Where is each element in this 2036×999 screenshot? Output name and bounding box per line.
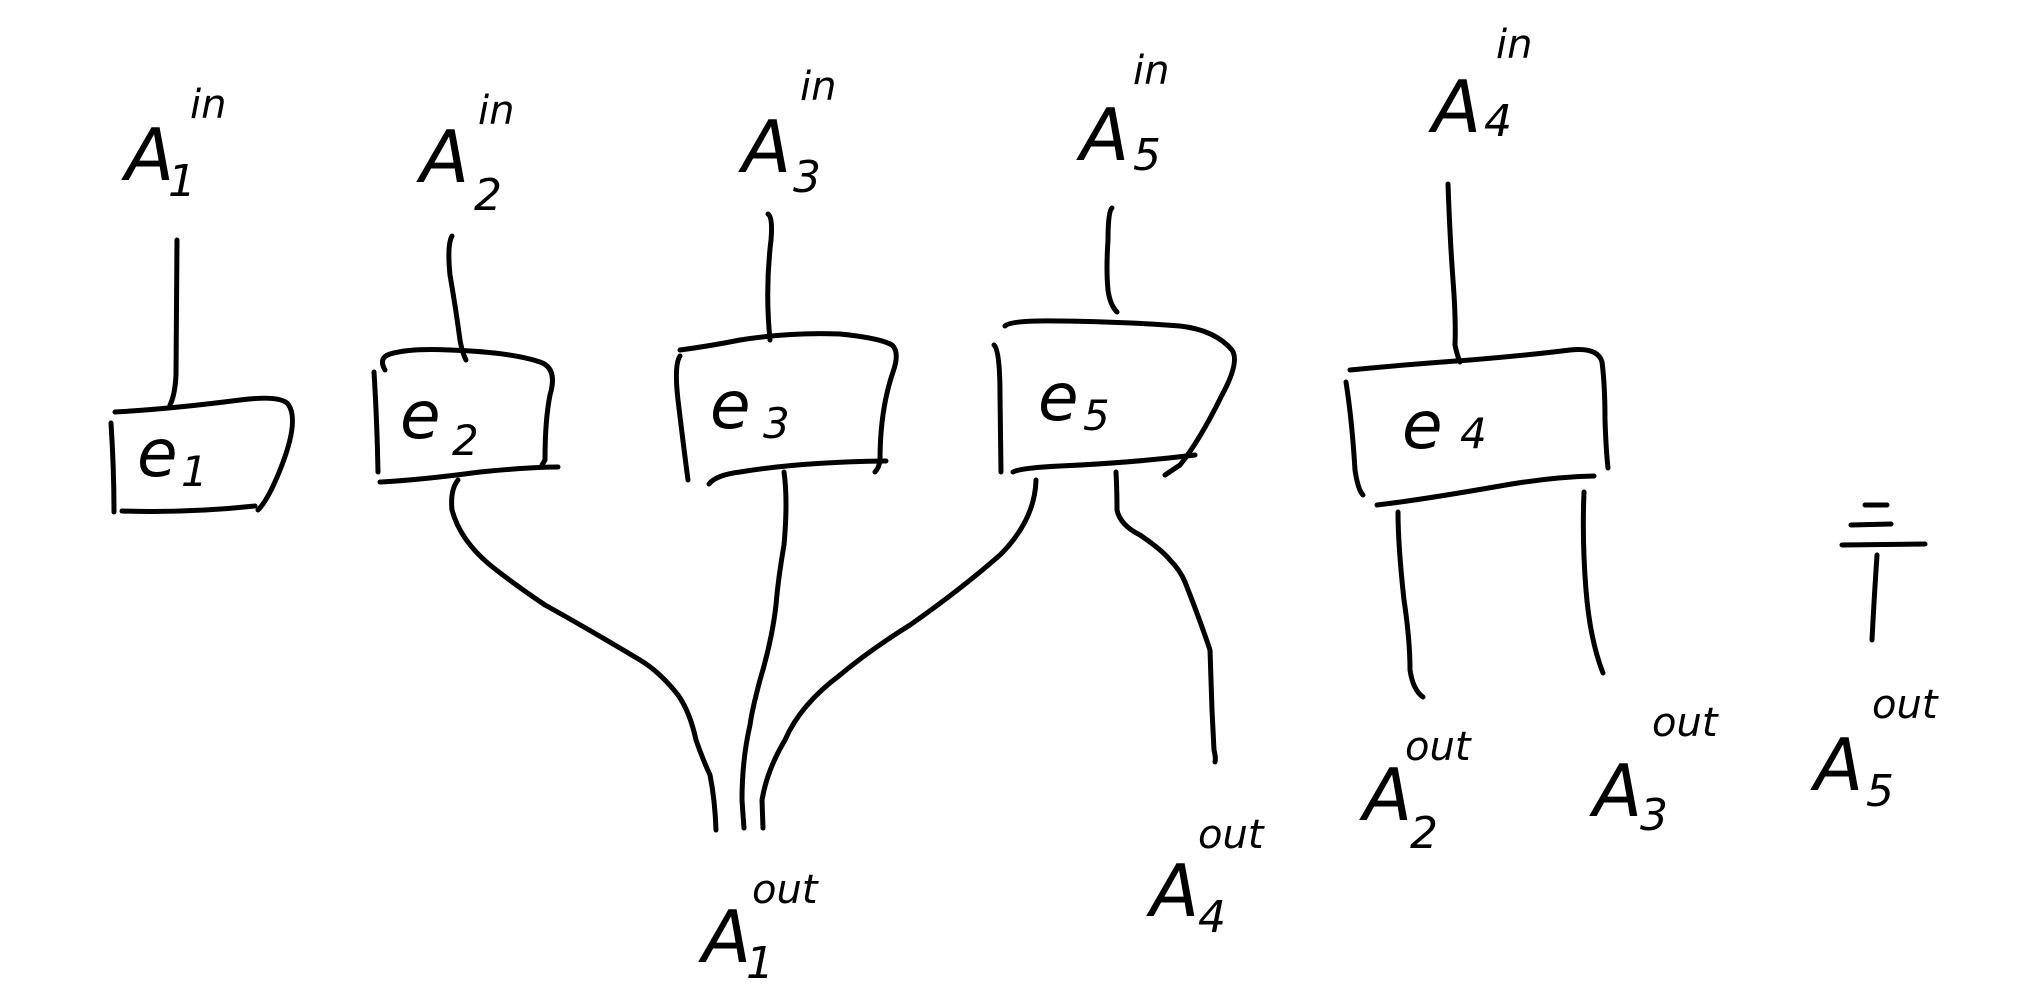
input-label-a2-in: A 2 in	[416, 88, 514, 221]
unit-wire	[1869, 552, 1880, 643]
svg-text:5: 5	[1866, 766, 1894, 817]
morphism-box-e3: e 3	[673, 331, 899, 487]
svg-text:A: A	[1359, 753, 1412, 837]
svg-text:out: out	[1872, 682, 1939, 728]
input-label-a4-in: A 4 in	[1428, 22, 1532, 149]
svg-text:3: 3	[1640, 790, 1668, 841]
svg-text:in: in	[800, 64, 836, 110]
morphism-box-e1: e 1	[108, 395, 295, 515]
svg-text:in: in	[1496, 22, 1532, 68]
svg-text:5: 5	[1083, 391, 1110, 440]
input-wire-4	[1445, 181, 1463, 365]
svg-text:A: A	[1146, 849, 1199, 933]
input-wire-2	[446, 233, 469, 363]
output-label-a3-out: A 3 out	[1589, 700, 1719, 841]
svg-text:2: 2	[1410, 808, 1438, 859]
svg-text:e: e	[400, 377, 441, 454]
output-label-a5-out: A 5 out	[1810, 682, 1939, 817]
svg-text:A: A	[121, 113, 174, 197]
input-wire-5	[1104, 205, 1120, 315]
output-wire-e2-to-a1	[449, 477, 719, 833]
svg-text:A: A	[698, 895, 751, 979]
svg-text:A: A	[1810, 723, 1863, 807]
output-label-a4-out: A 4 out	[1146, 812, 1265, 943]
unit-symbol	[1839, 502, 1928, 643]
output-wire-e4-to-a2	[1395, 509, 1426, 700]
svg-text:in: in	[1133, 48, 1169, 94]
svg-text:4: 4	[1460, 409, 1487, 458]
svg-text:e: e	[1038, 359, 1079, 436]
svg-text:in: in	[478, 88, 514, 134]
svg-text:out: out	[752, 867, 819, 913]
svg-text:4: 4	[1198, 892, 1226, 943]
svg-text:A: A	[1428, 65, 1481, 149]
svg-text:A: A	[738, 105, 791, 189]
svg-text:3: 3	[763, 399, 790, 448]
svg-text:2: 2	[452, 416, 479, 465]
svg-text:2: 2	[474, 170, 502, 221]
output-wire-e3-to-a1	[739, 469, 789, 831]
svg-text:1: 1	[168, 156, 196, 207]
input-label-a1-in: A 1 in	[121, 82, 226, 207]
svg-text:e: e	[137, 415, 178, 492]
svg-text:e: e	[710, 367, 751, 444]
svg-text:A: A	[416, 115, 469, 199]
svg-text:out: out	[1652, 700, 1719, 746]
morphism-box-e5: e 5	[991, 318, 1237, 478]
output-wire-e4-to-a3	[1580, 489, 1606, 676]
morphism-box-e2: e 2	[371, 347, 561, 485]
svg-text:A: A	[1076, 93, 1129, 177]
input-wire-3	[765, 211, 775, 343]
output-label-a1-out: A 1 out	[698, 867, 819, 989]
svg-text:A: A	[1589, 749, 1642, 833]
morphism-box-e4: e 4	[1343, 347, 1611, 508]
svg-text:3: 3	[793, 152, 821, 203]
svg-text:5: 5	[1133, 130, 1161, 181]
svg-text:out: out	[1405, 724, 1472, 770]
input-label-a5-in: A 5 in	[1076, 48, 1169, 181]
svg-text:in: in	[190, 82, 226, 128]
output-wire-e5-to-a1	[759, 477, 1039, 831]
output-label-a2-out: A 2 out	[1359, 724, 1472, 859]
svg-text:1: 1	[746, 938, 774, 989]
output-wire-e5-to-a4	[1113, 469, 1218, 765]
input-label-a3-in: A 3 in	[738, 64, 836, 203]
svg-text:e: e	[1402, 387, 1443, 464]
svg-text:1: 1	[181, 447, 208, 496]
svg-text:out: out	[1198, 812, 1265, 858]
svg-text:4: 4	[1484, 96, 1512, 147]
input-wire-1	[167, 237, 180, 408]
